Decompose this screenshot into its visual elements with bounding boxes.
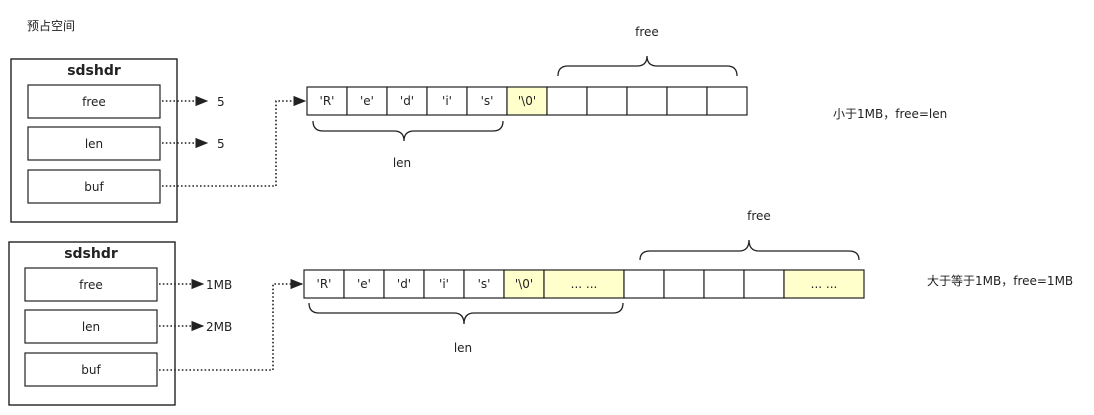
- buffer-cell: [346, 86, 388, 116]
- buffer-cell-label: 'R': [317, 277, 332, 291]
- buf-pointer-arrow: [159, 278, 304, 371]
- buffer-cell: [426, 86, 468, 116]
- buffer-cell: [506, 86, 548, 116]
- buffer-cell: [466, 86, 508, 116]
- buffer-array: 'R' 'e' 'd' 'i' 's' '\0': [306, 86, 748, 116]
- len-field: [27, 126, 161, 161]
- buffer-cell-empty: [663, 269, 705, 299]
- len-field-label: len: [82, 320, 100, 334]
- len-value: 2MB: [206, 320, 232, 334]
- rule-note: 大于等于1MB，free=1MB: [927, 274, 1073, 288]
- buffer-cell-empty: [546, 86, 588, 116]
- free-field: [27, 84, 161, 119]
- buffer-cell-empty: [703, 269, 745, 299]
- buffer-cell-empty: [586, 86, 628, 116]
- buffer-cell: [383, 269, 425, 299]
- buffer-cell-label: ... ...: [811, 277, 838, 291]
- buffer-cell-label: 's': [481, 94, 494, 108]
- free-brace-label: free: [635, 25, 659, 39]
- len-value: 5: [217, 137, 225, 151]
- buffer-cell: [503, 269, 545, 299]
- buffer-cell-label: ... ...: [571, 277, 598, 291]
- free-field: [24, 267, 158, 302]
- buffer-cell-label: 'e': [357, 277, 371, 291]
- buffer-cell: [463, 269, 505, 299]
- buf-pointer-arrow: [162, 95, 307, 187]
- struct-header: sdshdr: [67, 63, 121, 79]
- buffer-cell-label: 's': [478, 277, 491, 291]
- len-brace: [308, 302, 624, 325]
- buffer-cell-label: 'd': [400, 94, 414, 108]
- buffer-cell: [343, 269, 385, 299]
- len-field-label: len: [85, 137, 103, 151]
- buffer-cell-empty: [666, 86, 708, 116]
- buffer-cell-empty: [706, 86, 748, 116]
- free-value: 1MB: [206, 278, 232, 292]
- rule-note: 小于1MB，free=len: [833, 107, 947, 121]
- buf-field: [27, 169, 161, 204]
- buffer-cell-empty: [626, 86, 668, 116]
- len-field: [24, 309, 158, 344]
- len-brace: [312, 120, 504, 142]
- buffer-cell: [783, 269, 865, 299]
- buffer-cell-label: 'i': [442, 94, 452, 108]
- free-field-label: free: [82, 95, 106, 109]
- free-value: 5: [217, 95, 225, 109]
- diagram-large: sdshdr free len buf 1MB 2MB 'R' 'e' 'd' 'i'…: [8, 209, 1073, 406]
- free-brace: [639, 239, 860, 261]
- buffer-cell-label: '\0': [518, 94, 536, 108]
- buffer-cell: [386, 86, 428, 116]
- buf-field-label: buf: [84, 180, 104, 194]
- diagram-small: sdshdr free len buf 5 5 'R''e''d''i''s''…: [10, 25, 947, 223]
- len-brace-label: len: [393, 156, 411, 170]
- buf-field-label: buf: [81, 363, 101, 377]
- len-brace-label: len: [454, 341, 472, 355]
- buffer-cell: [543, 269, 625, 299]
- buf-field: [24, 352, 158, 387]
- page-title: 预占空间: [27, 18, 75, 33]
- buffer-cell-label: 'd': [397, 277, 411, 291]
- buffer-cell-label: 'R': [320, 94, 335, 108]
- struct-header: sdshdr: [64, 246, 118, 262]
- free-brace-label: free: [747, 209, 771, 223]
- buffer-cell-empty: [623, 269, 665, 299]
- buffer-cell-label: 'e': [360, 94, 374, 108]
- buffer-cell-label: '\0': [515, 277, 533, 291]
- free-field-label: free: [79, 278, 103, 292]
- buffer-cell: [306, 86, 348, 116]
- buffer-cell-empty: [743, 269, 785, 299]
- free-brace: [557, 55, 738, 77]
- buffer-array: 'R' 'e' 'd' 'i' 's' '\0' ... ... ... ...: [303, 269, 865, 299]
- buffer-cell-label: 'i': [439, 277, 449, 291]
